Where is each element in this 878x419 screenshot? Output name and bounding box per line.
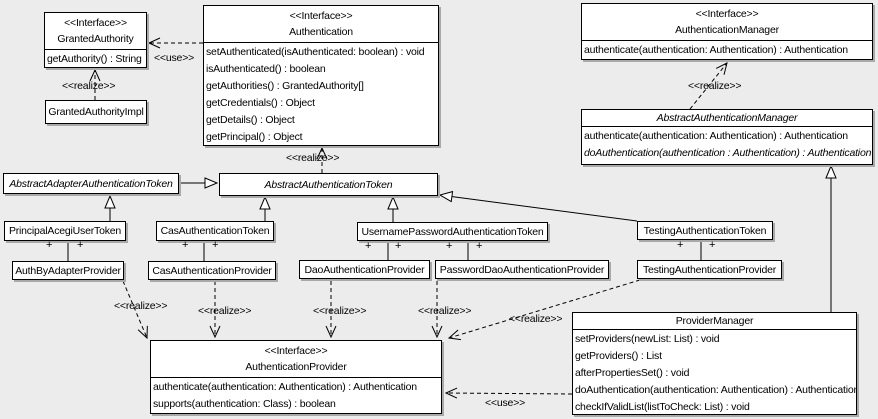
edge-label-realize: <<realize>> — [418, 305, 472, 317]
class-cas-authentication-token: CasAuthenticationToken — [156, 221, 274, 241]
class-authentication: <<Interface>> Authentication setAuthenti… — [203, 5, 439, 146]
class-header: <<Interface>> AuthenticationManager — [582, 4, 872, 40]
class-name: AuthByAdapterProvider — [15, 264, 121, 277]
class-name: AuthenticationManager — [675, 24, 779, 36]
class-auth-by-adapter-provider: AuthByAdapterProvider — [12, 261, 124, 280]
class-authentication-manager: <<Interface>> AuthenticationManager auth… — [581, 3, 873, 60]
method: getDetails() : Object — [206, 114, 295, 126]
method: authenticate(authentication: Authenticat… — [584, 44, 848, 56]
methods-compartment: authenticate(authentication: Authenticat… — [582, 126, 872, 163]
method: getPrincipal() : Object — [206, 131, 303, 143]
class-name: TestingAuthenticationToken — [643, 224, 767, 237]
edge-label-realize: <<realize>> — [688, 80, 742, 92]
class-testing-authentication-provider: TestingAuthenticationProvider — [637, 260, 782, 279]
method: getAuthorities() : GrantedAuthority[] — [206, 80, 364, 92]
multiplicity-plus: + — [77, 239, 84, 251]
class-header: <<Interface>> AuthenticationProvider — [151, 341, 441, 377]
class-name: CasAuthenticationProvider — [152, 264, 272, 277]
class-name: Authentication — [289, 26, 353, 38]
class-header: <<Interface>> Authentication — [204, 6, 438, 42]
method: supports(authentication: Class) : boolea… — [153, 398, 336, 410]
edge-label-realize: <<realize>> — [509, 313, 563, 325]
stereotype-label: <<Interface>> — [264, 345, 328, 357]
class-name: CasAuthenticationToken — [160, 225, 270, 237]
class-name: AuthenticationProvider — [245, 361, 347, 373]
class-name: GrantedAuthority — [57, 33, 134, 45]
multiplicity-plus: + — [182, 239, 189, 251]
method: getProviders() : List — [575, 350, 662, 362]
stereotype-label: <<Interface>> — [695, 8, 759, 20]
class-name: PasswordDaoAuthenticationProvider — [439, 263, 605, 276]
edge-label-realize: <<realize>> — [313, 305, 367, 317]
edge-label-use: <<use>> — [485, 397, 526, 409]
method: setAuthenticated(isAuthenticated: boolea… — [206, 46, 425, 58]
multiplicity-plus: + — [476, 240, 483, 252]
class-granted-authority-impl: GrantedAuthorityImpl — [45, 100, 147, 124]
methods-compartment: getAuthority() : String — [45, 49, 146, 67]
methods-compartment: setAuthenticated(isAuthenticated: boolea… — [204, 42, 438, 145]
class-cas-authentication-provider: CasAuthenticationProvider — [148, 261, 276, 280]
stereotype-label: <<Interface>> — [64, 17, 127, 29]
methods-compartment: setProviders(newList: List) : void getPr… — [573, 329, 857, 414]
class-abstract-authentication-manager: AbstractAuthenticationManager authentica… — [581, 109, 873, 165]
multiplicity-plus: + — [46, 239, 53, 251]
method: doAuthentication(authentication: Authent… — [575, 384, 857, 396]
methods-compartment: authenticate(authentication: Authenticat… — [151, 377, 441, 413]
class-testing-authentication-token: TestingAuthenticationToken — [637, 221, 773, 240]
use-provider-manager-to-authentication-provider — [446, 393, 573, 394]
class-name: UsernamePasswordAuthenticationToken — [361, 225, 544, 238]
class-name: ProviderManager — [675, 315, 754, 327]
method: checkIfValidList(listToCheck: List) : vo… — [575, 401, 750, 413]
stereotype-label: <<Interface>> — [289, 10, 353, 22]
class-name: GrantedAuthorityImpl — [48, 106, 144, 118]
multiplicity-plus: + — [709, 239, 716, 251]
edge-label-realize: <<realize>> — [198, 305, 252, 317]
method: setProviders(newList: List) : void — [575, 333, 720, 345]
multiplicity-plus: + — [446, 240, 453, 252]
class-abstract-adapter-authentication-token: AbstractAdapterAuthenticationToken — [3, 173, 179, 194]
class-name: AbstractAuthenticationToken — [264, 178, 393, 191]
method: getAuthority() : String — [47, 53, 142, 65]
class-authentication-provider: <<Interface>> AuthenticationProvider aut… — [150, 340, 442, 414]
class-name: PrincipalAcegiUserToken — [8, 225, 122, 237]
class-username-password-authentication-token: UsernamePasswordAuthenticationToken — [357, 222, 548, 241]
method: authenticate(authentication: Authenticat… — [584, 130, 848, 142]
edge-label-realize: <<realize>> — [286, 152, 340, 164]
class-name: TestingAuthenticationProvider — [642, 263, 777, 276]
class-provider-manager: ProviderManager setProviders(newList: Li… — [572, 312, 857, 415]
methods-compartment: authenticate(authentication: Authenticat… — [582, 40, 872, 59]
edge-label-use: <<use>> — [154, 52, 195, 64]
method: afterPropertiesSet() : void — [575, 367, 690, 379]
multiplicity-plus: + — [212, 239, 219, 251]
method: isAuthenticated() : boolean — [206, 63, 326, 75]
class-granted-authority: <<Interface>> GrantedAuthority getAuthor… — [44, 12, 147, 68]
method: getCredentials() : Object — [206, 97, 315, 109]
edge-label-realize: <<realize>> — [62, 80, 116, 92]
multiplicity-plus: + — [395, 240, 402, 252]
class-name: AbstractAuthenticationManager — [656, 112, 798, 124]
class-header: <<Interface>> GrantedAuthority — [45, 13, 146, 49]
class-principal-acegi-user-token: PrincipalAcegiUserToken — [4, 221, 126, 241]
generalization-testing-token-to-abstract-token — [440, 195, 638, 222]
class-password-dao-authentication-provider: PasswordDaoAuthenticationProvider — [435, 260, 609, 279]
class-name: AbstractAdapterAuthenticationToken — [9, 177, 173, 190]
edge-label-realize: <<realize>> — [114, 300, 168, 312]
multiplicity-plus: + — [365, 240, 372, 252]
class-dao-authentication-provider: DaoAuthenticationProvider — [299, 260, 430, 279]
class-abstract-authentication-token: AbstractAuthenticationToken — [219, 173, 438, 196]
method: doAuthentication(authentication : Authen… — [584, 147, 872, 159]
multiplicity-plus: + — [677, 239, 684, 251]
method: authenticate(authentication: Authenticat… — [153, 381, 417, 393]
class-name: DaoAuthenticationProvider — [304, 263, 425, 276]
